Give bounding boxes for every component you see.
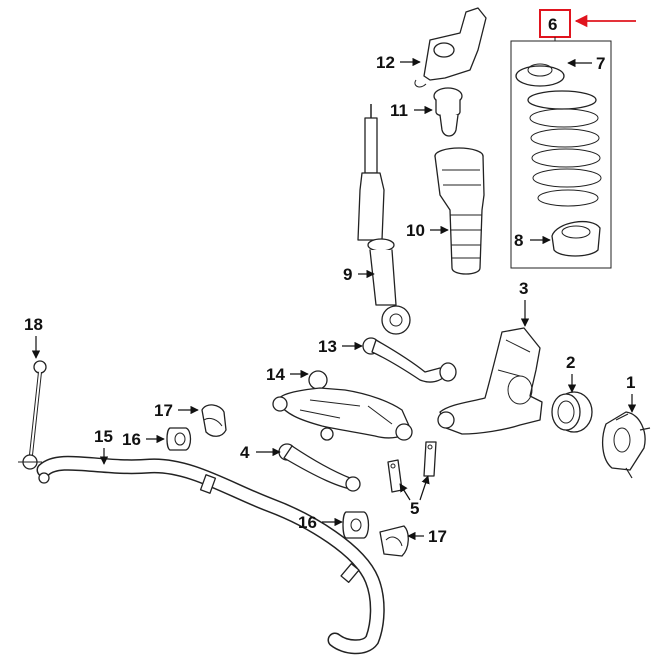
callout-16-lower: 16 — [298, 513, 343, 532]
callout-6-highlighted: 6 — [539, 9, 636, 41]
wheel-hub — [601, 411, 651, 479]
callout-label-16-upper: 16 — [122, 430, 141, 449]
callout-9: 9 — [343, 265, 375, 284]
callout-7: 7 — [567, 54, 605, 73]
callout-12: 12 — [376, 53, 421, 72]
bump-stop — [433, 87, 463, 137]
callout-1: 1 — [626, 373, 637, 413]
callout-13: 13 — [318, 337, 363, 356]
callout-label-17-upper: 17 — [154, 401, 173, 420]
callout-label-10: 10 — [406, 221, 425, 240]
callout-label-12: 12 — [376, 53, 395, 72]
lower-control-arm — [272, 370, 413, 441]
callout-label-3: 3 — [519, 279, 528, 298]
callout-14: 14 — [266, 365, 309, 384]
bushing-bracket-lower — [379, 525, 409, 557]
callout-16-upper: 16 — [122, 430, 165, 449]
link-straps — [387, 441, 437, 493]
callout-label-11: 11 — [390, 101, 408, 120]
wheel-bearing — [551, 391, 593, 433]
callout-5: 5 — [399, 475, 430, 518]
lower-spring-seat — [551, 220, 601, 257]
callout-10: 10 — [406, 221, 449, 240]
callout-label-5: 5 — [410, 499, 419, 518]
callout-8: 8 — [514, 231, 551, 250]
upper-spring-seat — [515, 63, 565, 87]
callout-17-lower: 17 — [407, 527, 447, 546]
callout-11: 11 — [390, 101, 433, 120]
coil-spring — [527, 90, 602, 207]
callout-2: 2 — [566, 353, 577, 393]
callout-label-8: 8 — [514, 231, 523, 250]
bushing-bracket-upper — [201, 404, 227, 437]
callout-17-upper: 17 — [154, 401, 199, 420]
stabilizer-bar — [36, 455, 385, 655]
stabilizer-bushing-lower — [342, 511, 370, 539]
callout-label-2: 2 — [566, 353, 575, 372]
dust-boot — [434, 147, 485, 275]
upper-mount-bracket — [414, 7, 487, 88]
shock-absorber — [357, 104, 411, 335]
callout-label-1: 1 — [626, 373, 635, 392]
callout-label-17-lower: 17 — [428, 527, 447, 546]
callout-4: 4 — [240, 443, 281, 462]
trailing-link — [278, 443, 361, 492]
callout-label-4: 4 — [240, 443, 250, 462]
callout-label-18: 18 — [24, 315, 43, 334]
callout-label-15: 15 — [94, 427, 113, 446]
callout-label-13: 13 — [318, 337, 337, 356]
upper-control-arm — [362, 337, 457, 383]
stabilizer-bushing-upper — [166, 427, 192, 451]
callout-label-6: 6 — [548, 15, 557, 34]
stabilizer-link — [18, 360, 47, 470]
callout-label-7: 7 — [596, 54, 605, 73]
rear-knuckle — [437, 327, 543, 435]
callout-label-14: 14 — [266, 365, 285, 384]
callout-label-9: 9 — [343, 265, 352, 284]
callout-18: 18 — [24, 315, 43, 359]
spring-kit-outline — [510, 40, 612, 269]
callout-15: 15 — [94, 427, 113, 465]
callout-label-16-lower: 16 — [298, 513, 317, 532]
callout-3: 3 — [519, 279, 530, 327]
